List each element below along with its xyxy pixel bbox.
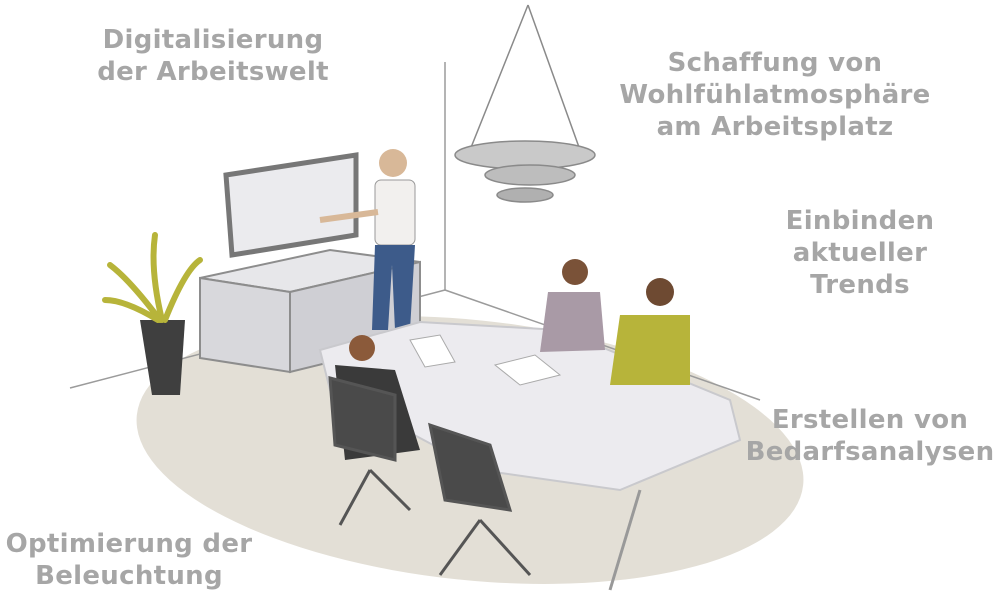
label-beleuchtung: Optimierung der Beleuchtung <box>0 528 258 592</box>
label-line: aktueller <box>792 238 928 268</box>
label-line: Trends <box>810 270 910 300</box>
paper-sheet <box>493 354 562 386</box>
label-line: Optimierung der <box>5 529 253 559</box>
label-wohlfuehlatmosphaere: Schaffung von Wohlfühlatmosphäre am Arbe… <box>615 47 935 143</box>
label-bedarfsanalysen: Erstellen von Bedarfsanalysen <box>740 404 1000 468</box>
presenter-figure <box>319 149 416 330</box>
label-line: Schaffung von <box>667 48 883 78</box>
plant-leaves <box>102 232 203 323</box>
label-line: Erstellen von <box>771 405 969 435</box>
office-chair <box>328 376 532 577</box>
seated-man-right <box>610 278 690 385</box>
label-line: Wohlfühlatmosphäre <box>619 80 931 110</box>
label-line: am Arbeitsplatz <box>656 112 894 142</box>
pendant-lamp <box>454 4 596 203</box>
paper-sheet <box>409 334 456 368</box>
seated-woman-right <box>540 259 605 352</box>
label-digitalisierung: Digitalisierung der Arbeitswelt <box>88 24 338 88</box>
wall-screen <box>223 152 359 258</box>
label-line: Bedarfsanalysen <box>745 437 995 467</box>
table-leg <box>608 489 642 591</box>
label-line: Digitalisierung <box>102 25 324 55</box>
plant-pot <box>140 320 185 395</box>
label-trends: Einbinden aktueller Trends <box>780 205 940 301</box>
label-line: der Arbeitswelt <box>97 57 329 87</box>
label-line: Einbinden <box>785 206 935 236</box>
label-line: Beleuchtung <box>35 561 223 591</box>
